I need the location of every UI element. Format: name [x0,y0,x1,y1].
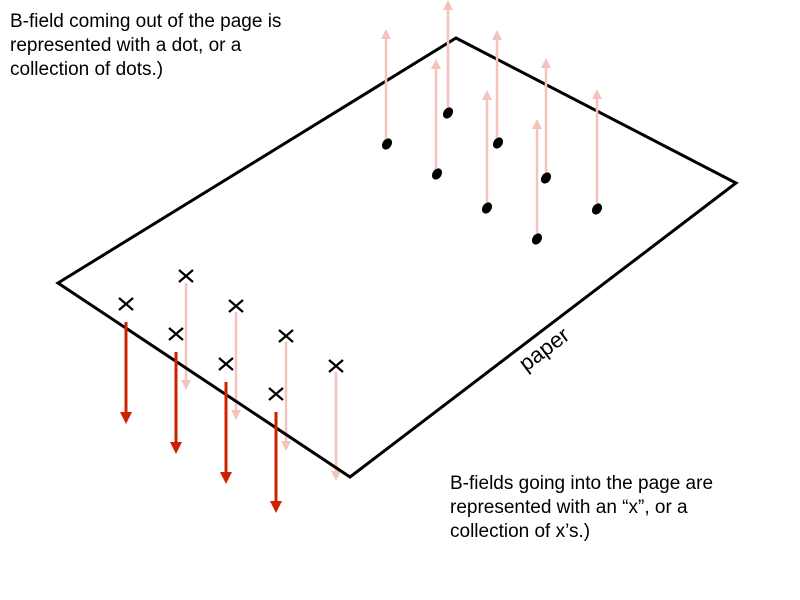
field-into-x-mark [178,269,194,283]
field-into-x-mark [268,387,284,401]
paper-sheet [55,36,739,479]
field-into-x-mark [328,359,344,373]
field-into-x-mark [168,327,184,341]
field-out-dot [431,168,443,180]
dark-down-arrows [120,322,282,513]
caption-bottom-line-1: B-fields going into the page are [450,473,714,494]
caption-top-line-2: represented with a dot, or a [10,35,242,56]
field-out-dot [442,107,454,119]
caption-top-line-3: collection of dots.) [10,59,164,80]
field-out-dot [591,203,603,215]
caption-bottom-line-2: represented with an “x”, or a [450,497,688,518]
caption-bottom-line-3: collection of x’s.) [450,521,591,542]
field-into-x-mark [118,297,134,311]
light-down-arrows-upper [181,283,341,481]
field-out-dot [540,172,552,184]
field-out-dot [492,137,504,149]
field-into-x-mark [228,299,244,313]
field-into-x-mark [218,357,234,371]
light-up-arrows [381,0,602,238]
field-x-marks [118,269,344,401]
caption-field-into-page: B-fields going into the page are represe… [450,472,713,544]
field-dots [381,107,603,245]
field-out-dot [481,202,493,214]
field-into-x-mark [278,329,294,343]
field-out-dot [531,233,543,245]
caption-field-out-of-page: B-field coming out of the page is repres… [10,10,281,82]
field-out-dot [381,138,393,150]
caption-top-line-1: B-field coming out of the page is [10,11,282,32]
